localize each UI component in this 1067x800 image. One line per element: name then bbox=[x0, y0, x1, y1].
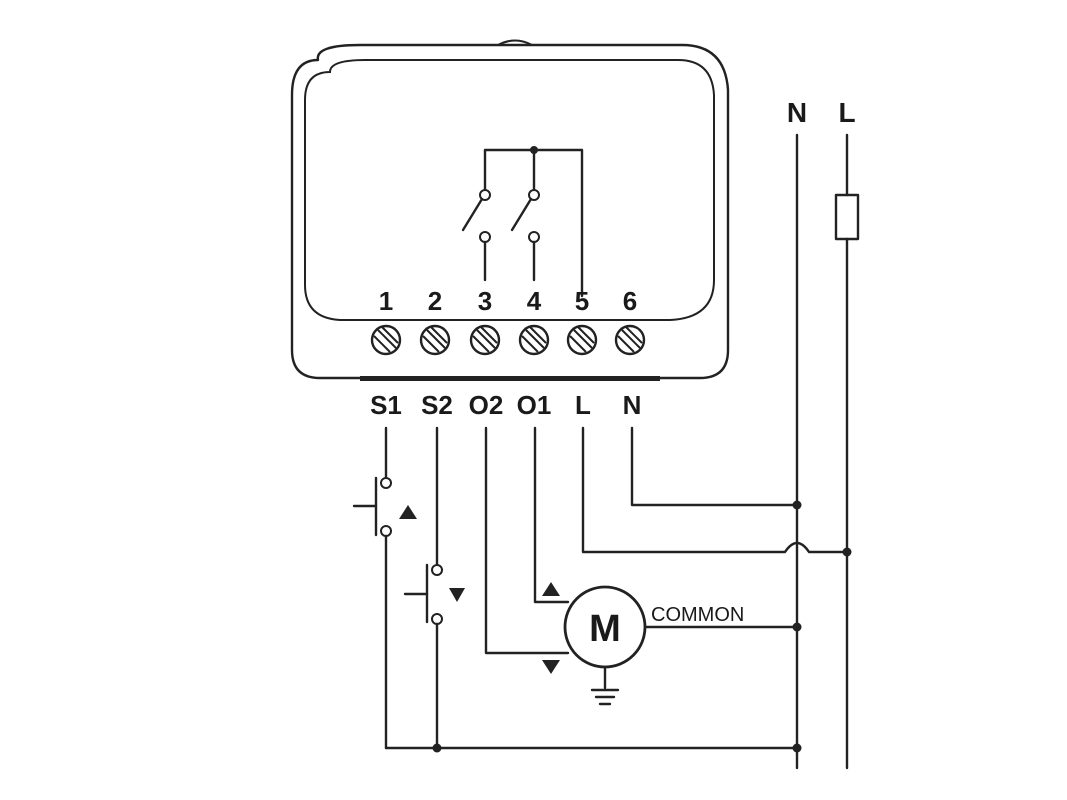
terminal-numbers: 1 2 3 4 5 6 bbox=[379, 286, 637, 316]
terminal-screw-1-icon bbox=[370, 324, 402, 356]
terminal-number-5: 5 bbox=[575, 286, 589, 316]
o2-terminal-wire bbox=[484, 426, 570, 655]
terminal-screw-3-icon bbox=[469, 324, 501, 356]
motor-up-arrow-icon bbox=[542, 582, 560, 596]
terminal-number-6: 6 bbox=[623, 286, 637, 316]
terminal-screw-4-icon bbox=[518, 324, 550, 356]
terminal-label-o2: O2 bbox=[469, 390, 504, 420]
terminal-number-4: 4 bbox=[527, 286, 542, 316]
down-arrow-icon bbox=[449, 588, 465, 602]
housing-base-strip bbox=[360, 376, 660, 381]
motor-common-label: COMMON bbox=[651, 604, 744, 626]
terminal-label-o1: O1 bbox=[517, 390, 552, 420]
terminal-screw-2-icon bbox=[419, 324, 451, 356]
external-wiring bbox=[352, 426, 852, 753]
neutral-bus-label: N bbox=[787, 97, 807, 128]
motor: M COMMON bbox=[542, 582, 744, 706]
ground-icon bbox=[590, 665, 620, 706]
motor-down-arrow-icon bbox=[542, 660, 560, 674]
supply-bus: N L bbox=[787, 97, 860, 770]
terminal-label-s2: S2 bbox=[421, 390, 453, 420]
motor-symbol: M bbox=[589, 608, 621, 650]
terminal-number-2: 2 bbox=[428, 286, 442, 316]
l-terminal-wire bbox=[581, 426, 849, 554]
down-pushbutton-switch-icon bbox=[403, 563, 429, 624]
line-bus-label: L bbox=[838, 97, 855, 128]
terminal-screws bbox=[370, 324, 646, 356]
internal-relay-contacts bbox=[461, 146, 584, 298]
o1-terminal-wire bbox=[533, 426, 570, 604]
terminal-number-3: 3 bbox=[478, 286, 492, 316]
terminal-number-1: 1 bbox=[379, 286, 393, 316]
terminal-label-l: L bbox=[575, 390, 591, 420]
terminal-screw-5-icon bbox=[566, 324, 598, 356]
relay-module-housing bbox=[290, 39, 730, 381]
n-terminal-wire bbox=[630, 426, 799, 507]
up-pushbutton-switch-icon bbox=[352, 476, 378, 537]
fuse-icon bbox=[834, 193, 860, 241]
terminal-label-s1: S1 bbox=[370, 390, 402, 420]
terminal-labels: S1 S2 O2 O1 L N bbox=[370, 390, 641, 420]
terminal-label-n: N bbox=[623, 390, 642, 420]
up-arrow-icon bbox=[399, 505, 417, 519]
terminal-screw-6-icon bbox=[614, 324, 646, 356]
